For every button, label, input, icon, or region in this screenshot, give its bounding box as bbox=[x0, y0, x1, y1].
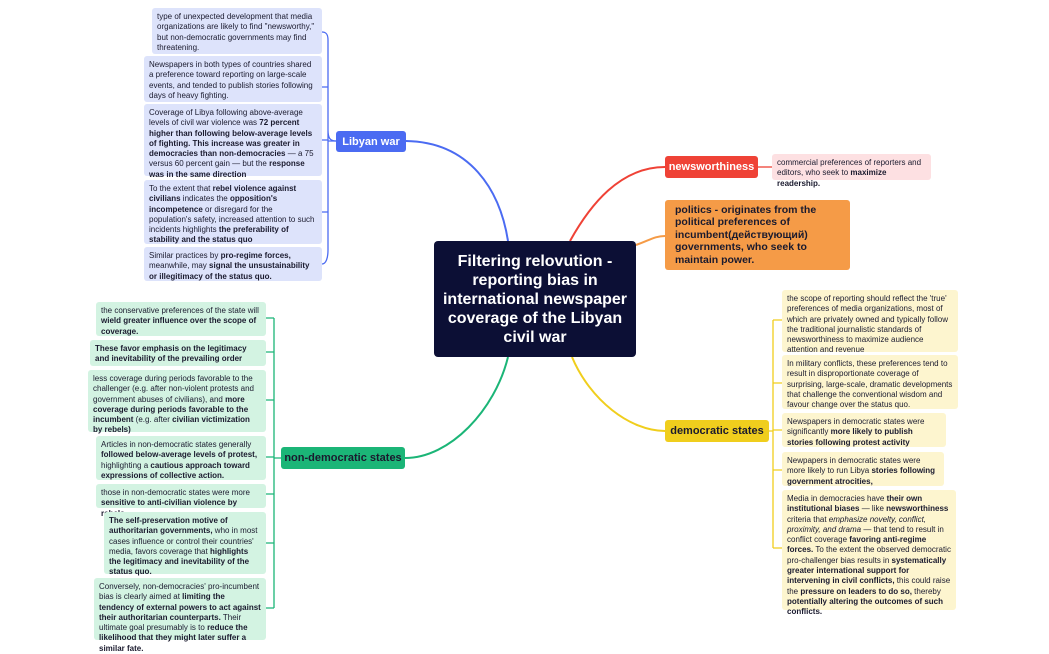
link-root-democratic-states bbox=[571, 356, 666, 432]
non-democratic-states-note[interactable]: Conversely, non-democracies' pro-incumbe… bbox=[94, 578, 266, 653]
link-root-libyan-war bbox=[405, 140, 509, 242]
newsworthiness-note[interactable]: commercial preferences of reporters and … bbox=[772, 154, 931, 188]
root-topic[interactable]: Filtering relovution - reporting bias in… bbox=[434, 241, 636, 357]
bracket-libyan-war bbox=[321, 31, 337, 265]
branch-libyan-war[interactable]: Libyan war bbox=[336, 131, 406, 152]
branch-politics[interactable]: politics - originates from the political… bbox=[665, 200, 850, 270]
non-democratic-states-note[interactable]: The self-preservation motive of authorit… bbox=[104, 512, 266, 576]
non-democratic-states-note[interactable]: the conservative preferences of the stat… bbox=[96, 302, 266, 336]
link-root-newsworthiness bbox=[569, 166, 666, 242]
libyan-war-note[interactable]: Coverage of Libya following above-averag… bbox=[144, 104, 322, 179]
non-democratic-states-note[interactable]: less coverage during periods favorable t… bbox=[88, 370, 266, 434]
branch-democratic-states[interactable]: democratic states bbox=[665, 420, 769, 442]
democratic-states-note[interactable]: Newpapers in democratic states were more… bbox=[782, 452, 944, 486]
democratic-states-note[interactable]: In military conflicts, these preferences… bbox=[782, 355, 958, 409]
bracket-non-democratic-states bbox=[266, 317, 281, 609]
democratic-states-note[interactable]: the scope of reporting should reflect th… bbox=[782, 290, 958, 354]
libyan-war-note[interactable]: To the extent that rebel violence agains… bbox=[144, 180, 322, 244]
bracket-democratic-states bbox=[769, 319, 782, 549]
libyan-war-note[interactable]: Newspapers in both types of countries sh… bbox=[144, 56, 322, 102]
link-root-politics bbox=[635, 235, 666, 246]
link-root-non-democratic-states bbox=[404, 356, 509, 459]
libyan-war-note[interactable]: Similar practices by pro-regime forces, … bbox=[144, 247, 322, 281]
libyan-war-note[interactable]: type of unexpected development that medi… bbox=[152, 8, 322, 54]
non-democratic-states-note[interactable]: Articles in non-democratic states genera… bbox=[96, 436, 266, 480]
democratic-states-note[interactable]: Newspapers in democratic states were sig… bbox=[782, 413, 946, 447]
branch-newsworthiness[interactable]: newsworthiness bbox=[665, 156, 758, 178]
non-democratic-states-note[interactable]: These favor emphasis on the legitimacy a… bbox=[90, 340, 266, 366]
branch-non-democratic-states[interactable]: non-democratic states bbox=[281, 447, 405, 469]
democratic-states-note[interactable]: Media in democracies have their own inst… bbox=[782, 490, 956, 616]
non-democratic-states-note[interactable]: those in non-democratic states were more… bbox=[96, 484, 266, 518]
